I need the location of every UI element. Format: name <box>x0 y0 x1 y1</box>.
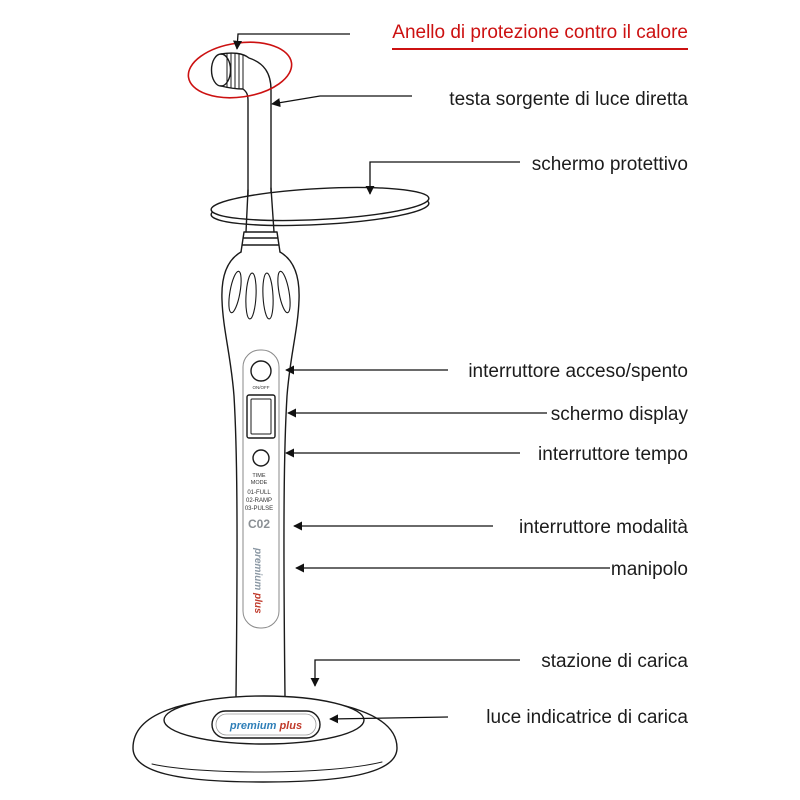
connector-heat-ring <box>233 33 350 50</box>
control-panel <box>242 349 280 629</box>
lens-hatch-lines <box>226 52 244 90</box>
light-guide <box>240 187 281 253</box>
panel-line-full: 01-FULL <box>247 490 271 496</box>
protective-shield <box>210 186 430 227</box>
base-logo-plate <box>211 710 321 739</box>
label-station: stazione di carica <box>541 651 688 672</box>
label-mode: interruttore modalità <box>519 517 688 538</box>
red-highlight-ellipse <box>187 41 293 99</box>
label-handpiece: manipolo <box>610 559 688 580</box>
base-brand-plus: plus <box>278 720 302 732</box>
onoff-button <box>250 360 272 382</box>
side-brand-premium: premium <box>252 547 263 590</box>
base-brand-premium: premium <box>229 720 277 732</box>
panel-line-pulse: 03-PULSE <box>245 506 273 512</box>
panel-line-mode: MODE <box>251 480 268 486</box>
label-display: schermo display <box>550 404 688 425</box>
label-shield: schermo protettivo <box>531 154 688 175</box>
label-head: testa sorgente di luce diretta <box>449 89 688 110</box>
light-head <box>210 52 272 197</box>
label-heat-ring: Anello di protezione contro il calore <box>392 22 688 50</box>
panel-line-ramp: 02-RAMP <box>246 498 272 504</box>
side-brand-plus: plus <box>252 592 263 614</box>
grip-slots <box>228 270 291 320</box>
base-brand-print: premium plus <box>229 720 302 732</box>
connector-shield <box>365 161 520 195</box>
panel-line-time: TIME <box>252 473 265 479</box>
connector-head <box>271 95 412 108</box>
side-brand-print: premium plus <box>252 547 263 614</box>
charging-base <box>132 695 398 783</box>
label-onoff: interruttore acceso/spento <box>468 361 688 382</box>
callout-connectors <box>233 33 610 724</box>
device-printed-text: ON/OFF TIME MODE 01-FULL 02-RAMP 03-PULS… <box>229 385 302 732</box>
display-screen <box>246 394 276 439</box>
connector-station <box>310 659 520 687</box>
connector-indicator <box>329 714 449 724</box>
label-time: interruttore tempo <box>538 444 688 465</box>
label-indicator: luce indicatrice di carica <box>486 707 688 728</box>
mode-code-print: C02 <box>248 517 270 531</box>
time-button <box>252 449 270 467</box>
onoff-print: ON/OFF <box>253 385 270 390</box>
handpiece-body <box>221 251 300 698</box>
collar <box>240 231 281 253</box>
